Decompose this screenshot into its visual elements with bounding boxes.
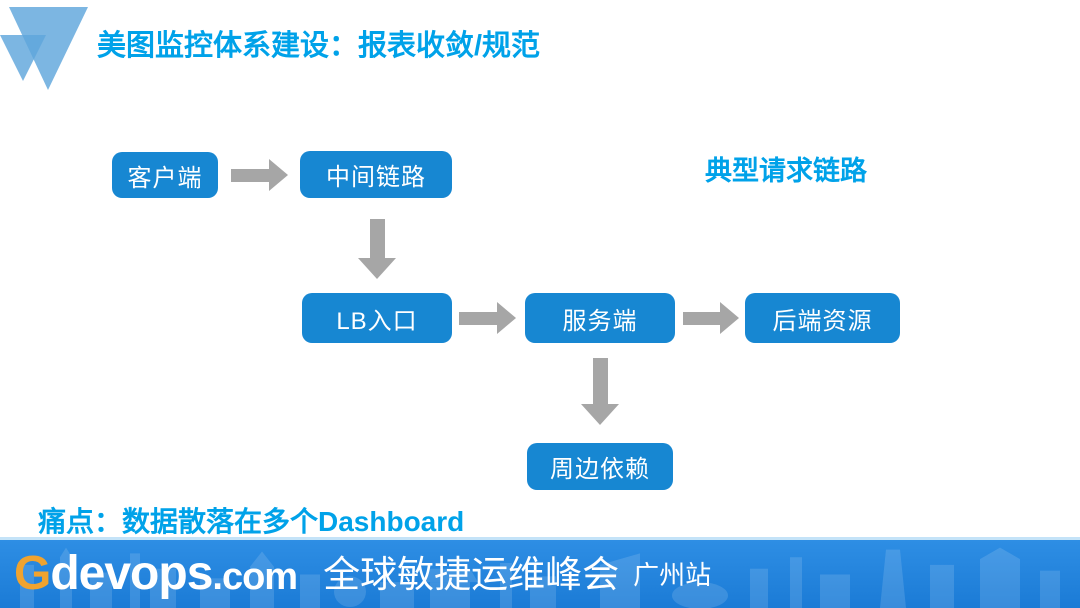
arrow-server-to-peripheral-icon — [581, 358, 619, 425]
arrow-server-to-backend-icon — [683, 302, 739, 334]
arrow-client-to-middle-icon — [231, 159, 288, 191]
conference-station: 广州站 — [633, 561, 712, 591]
flow-node-middle-link: 中间链路 — [300, 151, 452, 198]
conference-name: 全球敏捷运维峰会 — [323, 552, 620, 596]
brand-domain: .com — [212, 556, 298, 598]
flow-node-server: 服务端 — [525, 293, 675, 343]
flow-node-peripheral-deps: 周边依赖 — [527, 443, 673, 490]
arrow-middle-to-lb-icon — [358, 219, 396, 279]
brand-name: devops — [50, 547, 213, 600]
meitu-logo-icon — [0, 7, 88, 90]
city-skyline-icon — [20, 547, 1060, 608]
flow-node-lb-entry: LB入口 — [302, 293, 452, 343]
slide-title: 美图监控体系建设：报表收敛/规范 — [97, 30, 541, 62]
flow-node-backend-resources: 后端资源 — [745, 293, 900, 343]
diagram-title: 典型请求链路 — [705, 156, 867, 186]
brand-letter-g: G — [14, 547, 51, 600]
arrow-lb-to-server-icon — [459, 302, 516, 334]
flow-node-client: 客户端 — [112, 152, 218, 198]
pain-point-text: 痛点：数据散落在多个Dashboard — [38, 506, 465, 537]
